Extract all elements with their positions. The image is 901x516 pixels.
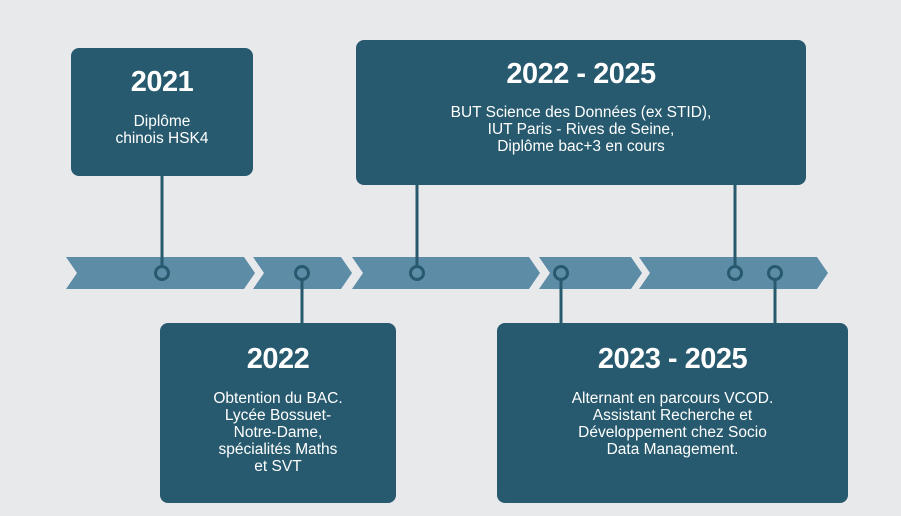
- description-line: spécialités Maths: [218, 441, 338, 458]
- description-line: Diplôme: [133, 113, 191, 130]
- description-line: Assistant Recherche et: [592, 407, 753, 424]
- arrow-segment-4: [539, 257, 642, 289]
- event-description: BUT Science des Données (ex STID), IUT P…: [356, 104, 806, 155]
- node-2023-2025-right: [767, 265, 783, 281]
- event-description: Diplôme chinois HSK4: [71, 113, 253, 147]
- description-line: Obtention du BAC.: [213, 390, 343, 407]
- description-line: IUT Paris - Rives de Seine,: [487, 121, 675, 138]
- description-line: Notre-Dame,: [233, 424, 323, 441]
- event-year: 2021: [130, 66, 194, 98]
- description-line: BUT Science des Données (ex STID),: [450, 104, 712, 121]
- node-2022-2025-right: [727, 265, 743, 281]
- description-line: Alternant en parcours VCOD.: [571, 390, 774, 407]
- description-line: Développement chez Socio: [578, 424, 767, 441]
- timeline-nodes: [154, 265, 783, 281]
- description-line: chinois HSK4: [115, 130, 209, 147]
- event-card-2021: 2021 Diplôme chinois HSK4: [71, 48, 253, 176]
- description-line: Diplôme bac+3 en cours: [497, 138, 665, 155]
- node-2023-2025-left: [553, 265, 569, 281]
- node-2021: [154, 265, 170, 281]
- node-2022: [294, 265, 310, 281]
- event-year: 2023 - 2025: [597, 343, 748, 375]
- connectors: [160, 176, 777, 323]
- description-line: Lycée Bossuet-: [224, 407, 332, 424]
- arrow-segment-3: [352, 257, 540, 289]
- event-description: Obtention du BAC. Lycée Bossuet- Notre-D…: [160, 390, 396, 475]
- event-description: Alternant en parcours VCOD. Assistant Re…: [497, 390, 848, 458]
- event-card-2022-2025: 2022 - 2025 BUT Science des Données (ex …: [356, 40, 806, 185]
- event-card-2023-2025: 2023 - 2025 Alternant en parcours VCOD. …: [497, 323, 848, 503]
- description-line: Data Management.: [606, 441, 739, 458]
- event-year: 2022 - 2025: [506, 58, 656, 90]
- node-2022-2025-left: [409, 265, 425, 281]
- description-line: et SVT: [254, 458, 302, 475]
- event-year: 2022: [246, 343, 310, 375]
- arrow-segments: [66, 257, 828, 289]
- event-card-2022: 2022 Obtention du BAC. Lycée Bossuet- No…: [160, 323, 396, 503]
